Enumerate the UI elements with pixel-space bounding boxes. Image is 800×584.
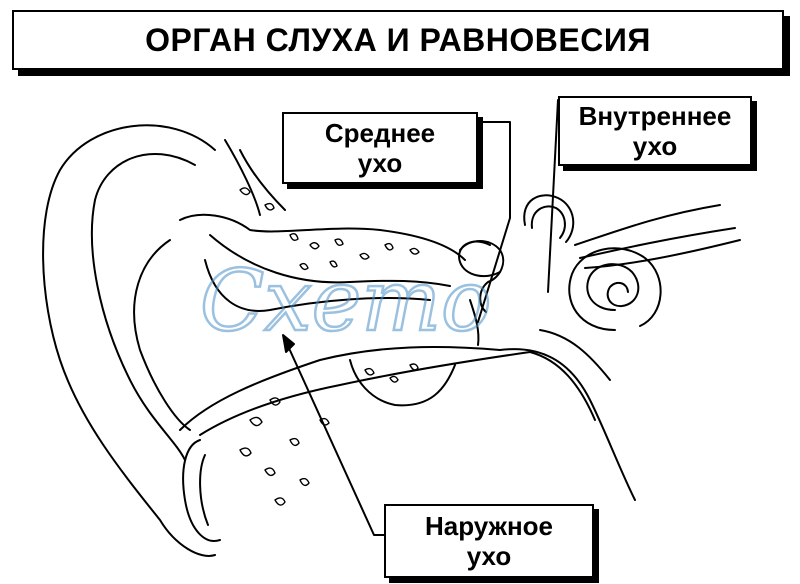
middle-ear-label-line-1: Среднее (324, 118, 436, 148)
outer-ear-arrowhead (282, 334, 295, 353)
ear-canal-upper (209, 234, 451, 287)
temporal-bone (179, 213, 466, 261)
inner-ear-pointer (547, 99, 559, 293)
page-title: ОРГАН СЛУХА И РАВНОВЕСИЯ (145, 21, 651, 58)
middle-ear-pointer (477, 121, 511, 323)
outer-ear-label-line-1: Наружное (424, 511, 554, 541)
inner-ear-label-line-2: ухо (632, 131, 678, 161)
eustachian-tube (499, 348, 636, 501)
semicircular-canal-1 (523, 194, 575, 243)
semicircular-canal-2 (458, 240, 501, 278)
auricle-outline (42, 124, 216, 557)
watermark: Cxemo (200, 252, 492, 350)
eardrum (469, 299, 480, 346)
outer-ear-label: Наружное ухо (384, 504, 594, 578)
ear-canal-lower (179, 346, 501, 431)
middle-ear-label: Среднее ухо (282, 112, 478, 184)
auricle-helix (90, 153, 196, 461)
outer-ear-label-line-2: ухо (466, 541, 512, 571)
middle-ear-label-line-2: ухо (357, 148, 403, 178)
auricle-antihelix (133, 239, 191, 431)
cochlea (586, 263, 640, 311)
inner-ear-label-line-1: Внутреннее (578, 101, 732, 131)
auditory-nerve (574, 204, 721, 246)
skull-contour (239, 149, 286, 211)
outer-ear-pointer (287, 345, 385, 536)
title-box: ОРГАН СЛУХА И РАВНОВЕСИЯ (12, 10, 784, 70)
inner-ear-label: Внутреннее ухо (558, 96, 752, 166)
ear-lobe (182, 439, 221, 542)
